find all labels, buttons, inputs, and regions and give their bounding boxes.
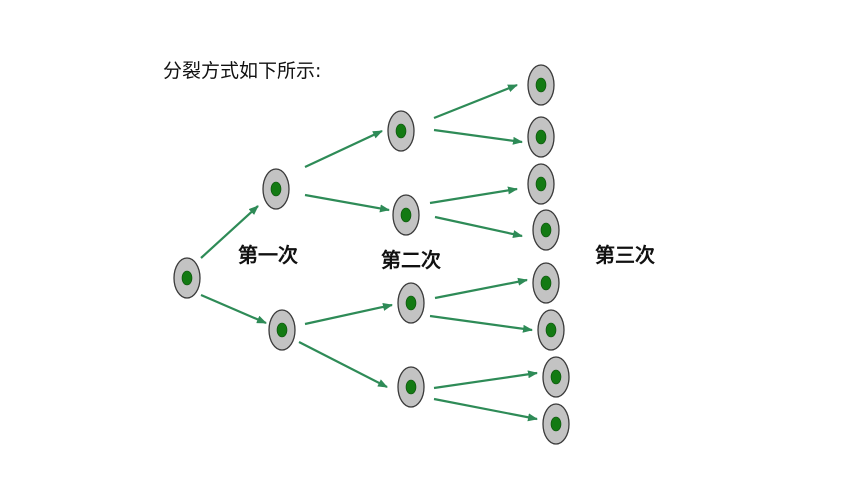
cell-g3-4 [532,209,560,251]
cell-nucleus [276,322,288,338]
cell-g1-2 [268,309,296,351]
cell-g1-1 [262,168,290,210]
cell-nucleus [181,270,193,286]
cell-g3-3 [527,163,555,205]
cell-g3-1 [527,64,555,106]
cell-nucleus [535,176,547,192]
division-arrow-g2-4 [298,341,388,388]
generation-label-3: 第三次 [595,243,655,267]
cell-g3-6 [537,309,565,351]
cell-nucleus [535,77,547,93]
cell-g0-1 [173,257,201,299]
cell-nucleus [405,379,417,395]
division-arrow-g2-2 [304,193,390,213]
cell-nucleus [405,295,417,311]
cell-nucleus [545,322,557,338]
cell-nucleus [540,275,552,291]
caption: 分裂方式如下所示: [163,60,321,82]
division-arrow-g3-7 [433,370,538,390]
division-arrow-g3-8 [433,397,538,422]
division-arrow-g2-1 [304,130,383,168]
cell-g2-2 [392,194,420,236]
cell-nucleus [400,207,412,223]
cell-nucleus [550,416,562,432]
cell-nucleus [395,123,407,139]
division-arrow-g3-6 [429,314,533,333]
division-arrow-g3-5 [434,277,528,300]
division-arrow-g2-3 [304,303,393,326]
cell-nucleus [270,181,282,197]
division-arrow-g1-1 [200,205,259,259]
cell-nucleus [535,129,547,145]
division-arrow-g3-3 [429,186,518,205]
division-arrow-g1-2 [200,293,267,325]
cell-g3-8 [542,403,570,445]
cell-g3-7 [542,356,570,398]
division-arrow-g3-2 [433,128,523,145]
cell-g2-4 [397,366,425,408]
generation-label-1: 第一次 [238,243,298,267]
division-arrow-g3-1 [433,83,518,120]
cell-nucleus [550,369,562,385]
cell-g3-5 [532,262,560,304]
generation-label-2: 第二次 [381,248,441,272]
cell-g3-2 [527,116,555,158]
division-arrow-g3-4 [434,215,523,238]
cell-g2-3 [397,282,425,324]
cell-g2-1 [387,110,415,152]
cell-nucleus [540,222,552,238]
cells [173,64,570,445]
division-arrows [200,83,538,422]
